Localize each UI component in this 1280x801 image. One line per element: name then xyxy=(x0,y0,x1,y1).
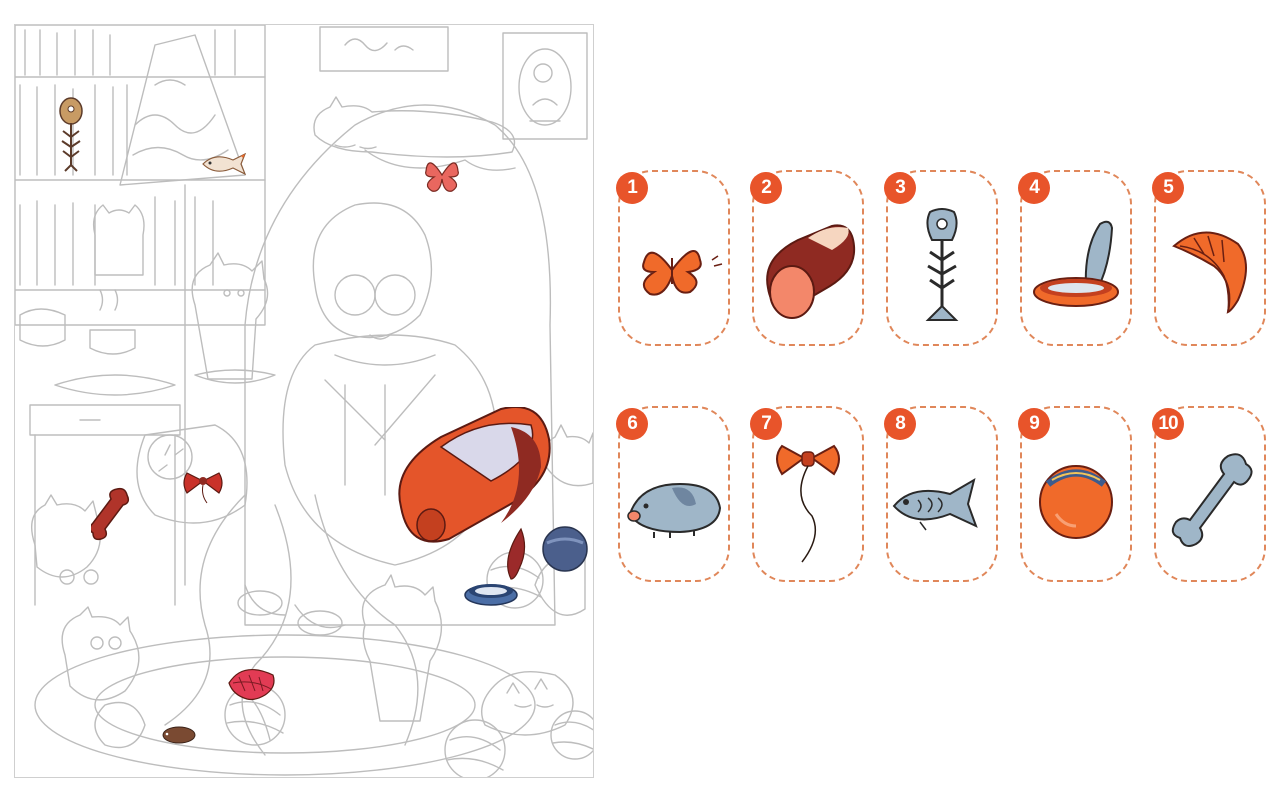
sausage-icon xyxy=(766,224,856,319)
butterfly-icon xyxy=(642,250,723,296)
dashed-frame xyxy=(886,170,998,346)
item-card-2[interactable]: 2 xyxy=(750,170,864,346)
item-card-1[interactable]: 1 xyxy=(616,170,730,346)
item-card-5[interactable]: 5 xyxy=(1152,170,1266,346)
butterfly-icon xyxy=(425,162,459,192)
item-number-badge: 8 xyxy=(884,408,916,440)
bow-icon xyxy=(183,472,223,504)
toy-mouse-icon xyxy=(627,482,722,538)
scene-sausage[interactable] xyxy=(391,407,553,553)
dashed-frame xyxy=(618,170,730,346)
item-number-badge: 3 xyxy=(884,172,916,204)
toy-mouse-icon xyxy=(162,726,196,744)
scene-bone[interactable] xyxy=(91,485,131,541)
dashed-frame xyxy=(1154,170,1266,346)
bone-icon xyxy=(91,487,130,541)
item-card-3[interactable]: 3 xyxy=(884,170,998,346)
item-card-6[interactable]: 6 xyxy=(616,406,730,582)
dashed-frame xyxy=(886,406,998,582)
item-card-8[interactable]: 8 xyxy=(884,406,998,582)
fish-bone-icon xyxy=(59,97,83,172)
scene-toy-fish[interactable] xyxy=(201,153,247,175)
item-number-badge: 1 xyxy=(616,172,648,204)
toy-fish-icon xyxy=(892,477,978,531)
scene-toy-mouse[interactable] xyxy=(161,725,197,745)
scene-feather-leaf[interactable] xyxy=(505,527,529,581)
scene-ball[interactable] xyxy=(541,525,589,573)
scene-fish-bone[interactable] xyxy=(57,97,85,179)
grandma-cats-sketch xyxy=(15,25,593,777)
feather-leaf-icon xyxy=(1172,231,1247,314)
open-tin-can-icon xyxy=(464,584,518,606)
scene-butterfly[interactable] xyxy=(423,157,461,193)
toy-fish-icon xyxy=(202,153,247,175)
item-card-7[interactable]: 7 xyxy=(750,406,864,582)
striped-ball-icon xyxy=(1039,465,1113,539)
dashed-frame xyxy=(752,406,864,582)
scene-tin-can[interactable] xyxy=(463,565,519,613)
scene-leaf[interactable] xyxy=(225,665,277,705)
item-number-badge: 10 xyxy=(1152,408,1184,440)
item-number-badge: 6 xyxy=(616,408,648,440)
striped-ball-icon xyxy=(542,526,588,572)
fish-bone-icon xyxy=(925,208,959,321)
bow-on-string-icon xyxy=(776,444,840,563)
feather-leaf-icon-2 xyxy=(228,668,275,701)
feather-leaf-icon xyxy=(507,527,526,580)
item-number-badge: 5 xyxy=(1152,172,1184,204)
open-tin-can-icon xyxy=(1033,220,1119,307)
item-card-9[interactable]: 9 xyxy=(1018,406,1132,582)
dashed-frame xyxy=(618,406,730,582)
item-card-10[interactable]: 10 xyxy=(1152,406,1266,582)
dashed-frame xyxy=(1020,406,1132,582)
item-number-badge: 9 xyxy=(1018,408,1050,440)
item-number-badge: 7 xyxy=(750,408,782,440)
sausage-icon xyxy=(398,407,551,543)
item-number-badge: 2 xyxy=(750,172,782,204)
items-to-find-panel: 1 2 3 xyxy=(616,170,1268,610)
item-number-badge: 4 xyxy=(1018,172,1050,204)
item-card-4[interactable]: 4 xyxy=(1018,170,1132,346)
bone-icon xyxy=(1171,453,1253,547)
dashed-frame xyxy=(752,170,864,346)
dashed-frame xyxy=(1154,406,1266,582)
search-scene[interactable] xyxy=(14,24,594,778)
dashed-frame xyxy=(1020,170,1132,346)
scene-bow[interactable] xyxy=(183,469,223,505)
